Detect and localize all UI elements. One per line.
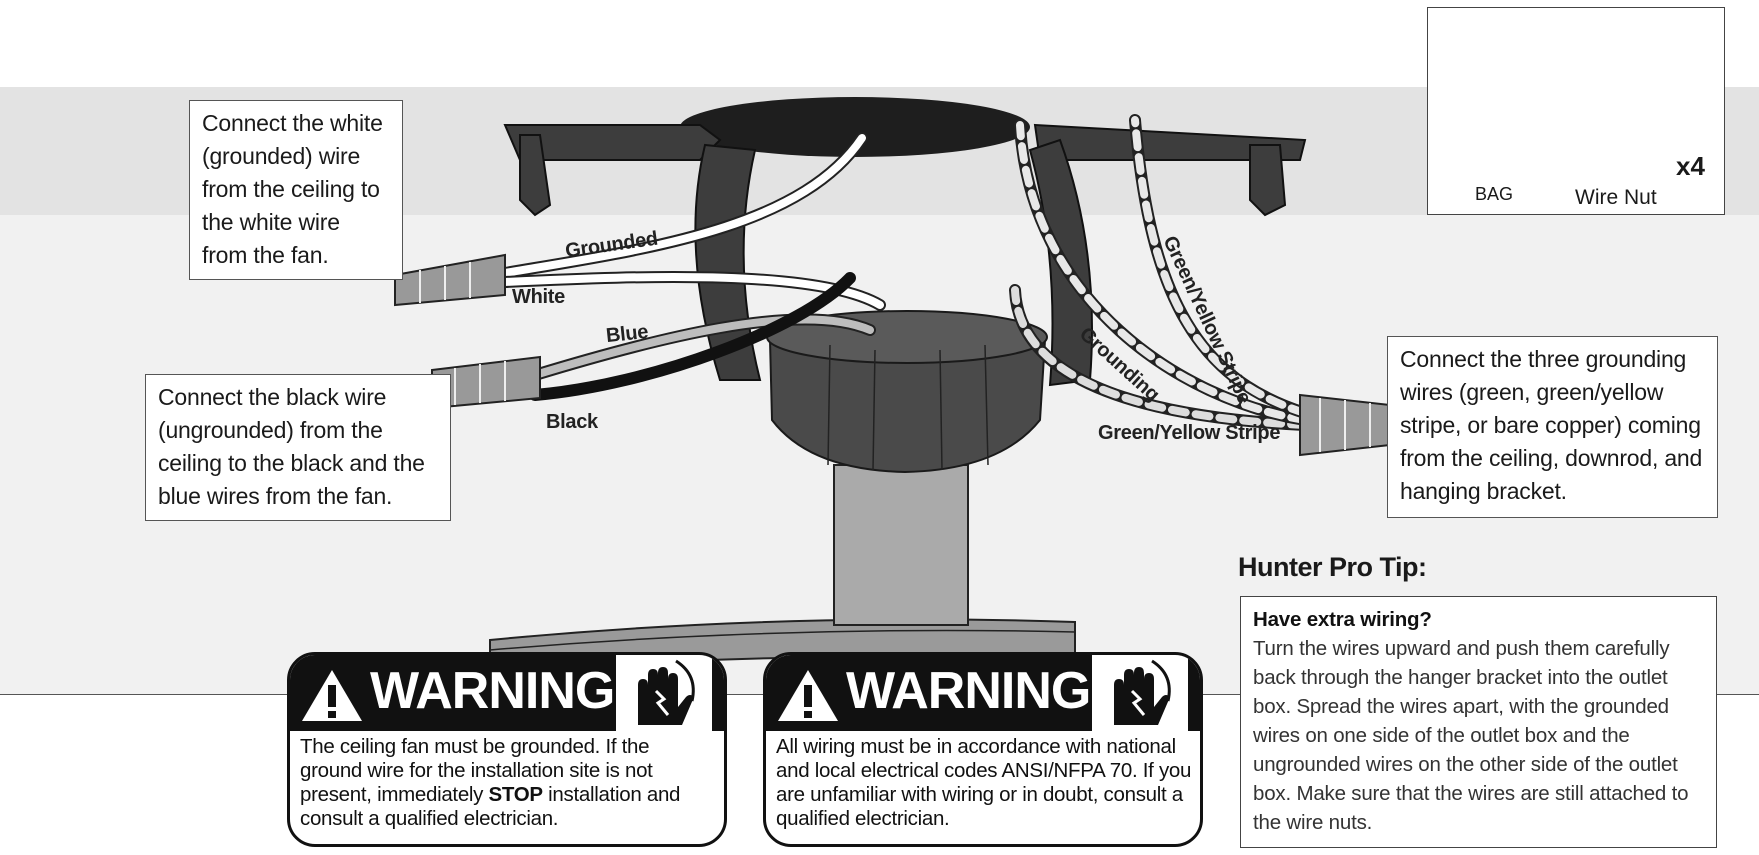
- callout-white-wire: Connect the white (grounded) wire from t…: [189, 100, 403, 280]
- quantity-label: x4: [1676, 151, 1705, 181]
- warning-triangle-icon: [302, 670, 362, 721]
- warning-grounding: WARNING The ceiling fan must be grounded…: [287, 652, 727, 847]
- label-white: White: [512, 286, 565, 308]
- warning-codes: WARNING All wiring must be in accordance…: [763, 652, 1203, 847]
- pro-tip-heading: Have extra wiring?: [1253, 608, 1432, 631]
- pro-tip-box: Have extra wiring? Turn the wires upward…: [1240, 596, 1717, 848]
- pro-tip-title: Hunter Pro Tip:: [1238, 552, 1427, 582]
- shock-hazard-icon: [1092, 655, 1188, 731]
- callout-white-wire-text: Connect the white (grounded) wire from t…: [202, 110, 383, 268]
- warning-title: WARNING: [846, 662, 1091, 720]
- callout-ground-wires: Connect the three grounding wires (green…: [1387, 336, 1718, 518]
- warning-text-part: The ceiling fan must be grounded. If the…: [300, 735, 653, 806]
- wires: [499, 114, 1311, 431]
- shock-hazard-icon: [616, 655, 712, 731]
- warning-header: WARNING: [290, 655, 724, 731]
- callout-black-wire: Connect the black wire (ungrounded) from…: [145, 374, 451, 521]
- wire-nut-label: Wire Nut: [1575, 186, 1657, 209]
- bag-label: BAG: [1475, 184, 1514, 204]
- parts-bag-box: BAG Wire Nut x4: [1427, 7, 1725, 215]
- label-green-yellow-bottom: Green/Yellow Stripe: [1098, 422, 1281, 444]
- warning-text: All wiring must be in accordance with na…: [776, 735, 1192, 830]
- wire-nut-white: [394, 253, 506, 307]
- callout-black-wire-text: Connect the black wire (ungrounded) from…: [158, 384, 425, 509]
- warning-text: The ceiling fan must be grounded. If the…: [300, 735, 716, 831]
- wire-nut-ground: [1299, 393, 1391, 457]
- warning-stop-emphasis: STOP: [488, 783, 544, 806]
- warning-header: WARNING: [766, 655, 1200, 731]
- pro-tip-body: Turn the wires upward and push them care…: [1253, 637, 1689, 834]
- fan-housing: [489, 310, 1076, 674]
- warning-text-part: installation and consult a qualified ele…: [300, 783, 681, 830]
- warning-title: WARNING: [370, 662, 615, 720]
- warning-triangle-icon: [778, 670, 838, 721]
- callout-ground-wires-text: Connect the three grounding wires (green…: [1400, 346, 1703, 504]
- label-black: Black: [546, 411, 598, 433]
- hanging-bracket: [503, 97, 1307, 387]
- label-blue: Blue: [604, 320, 650, 348]
